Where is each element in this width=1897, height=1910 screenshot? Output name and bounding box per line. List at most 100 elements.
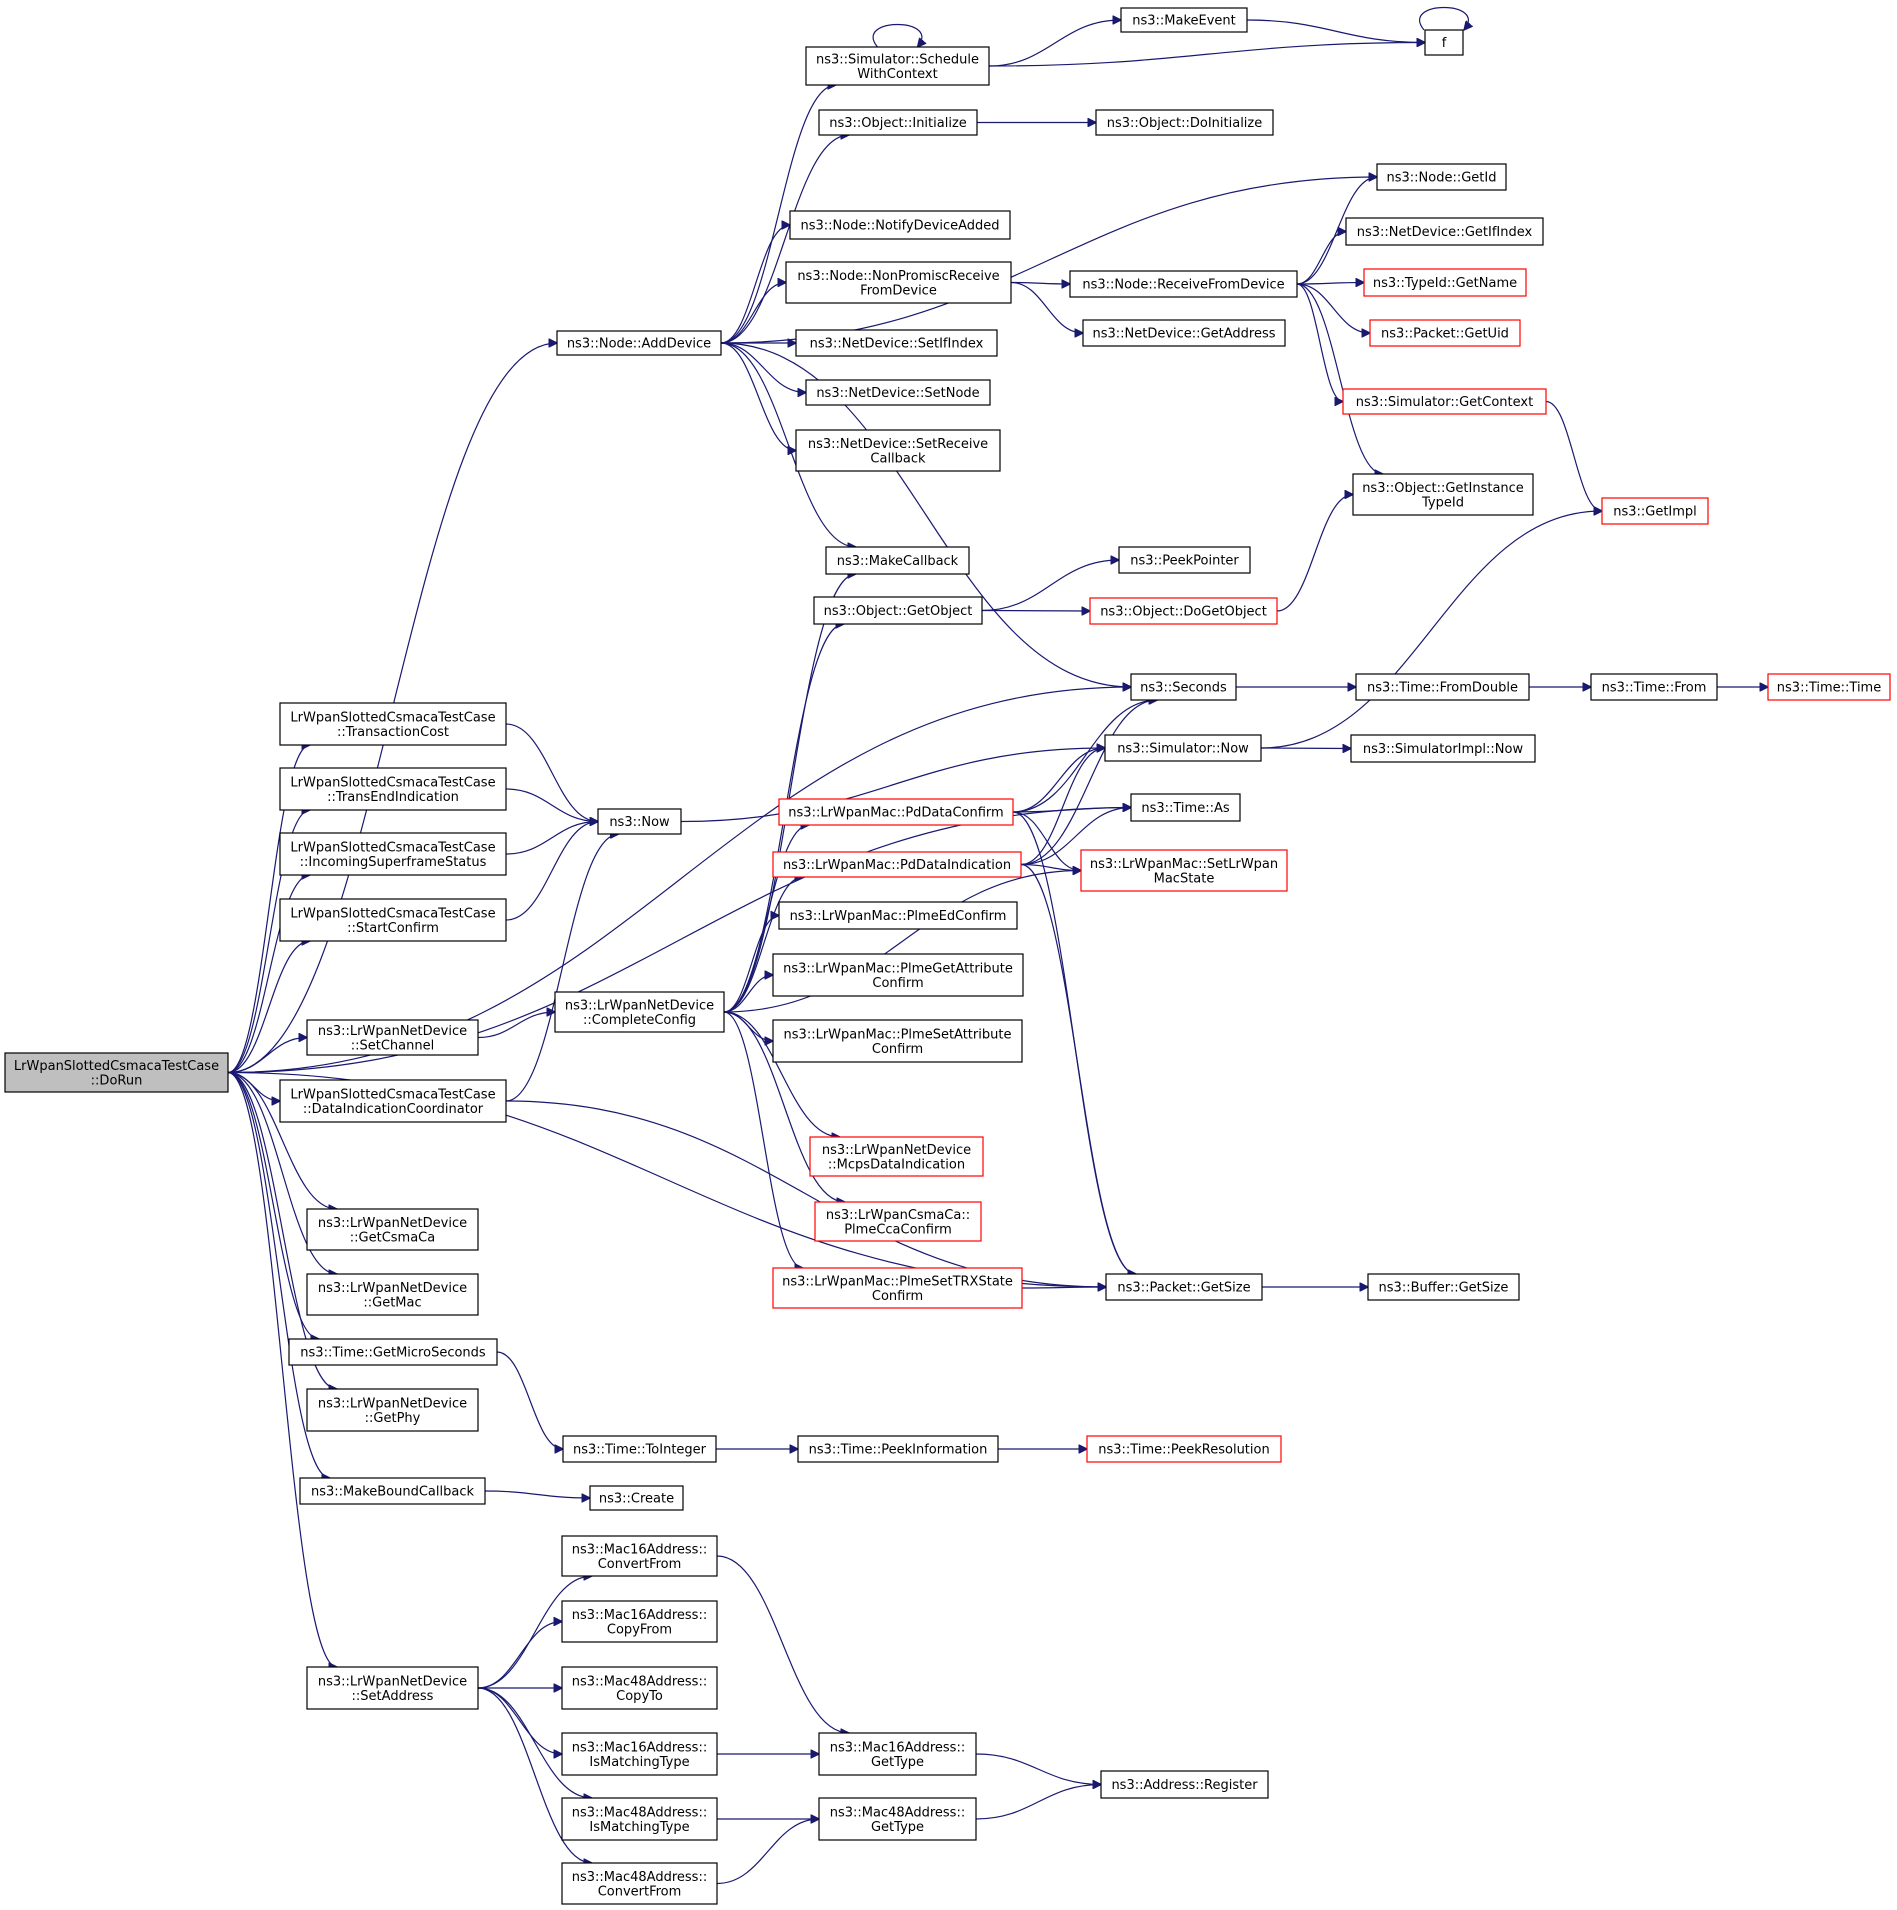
edge-setAddress-to-m48ConvFrom <box>477 1687 592 1863</box>
node-setChannel[interactable]: ns3::LrWpanNetDevice::SetChannel <box>306 1019 479 1056</box>
node-setAddress[interactable]: ns3::LrWpanNetDevice::SetAddress <box>306 1666 479 1710</box>
node-box <box>1120 7 1248 33</box>
node-bufGetSize[interactable]: ns3::Buffer::GetSize <box>1367 1273 1520 1301</box>
node-dataIndCoord[interactable]: LrWpanSlottedCsmacaTestCase::DataIndicat… <box>279 1079 507 1123</box>
node-makeEvent[interactable]: ns3::MakeEvent <box>1120 7 1248 33</box>
node-peekRes[interactable]: ns3::Time::PeekResolution <box>1086 1435 1282 1463</box>
edge-completeConfig-to-plmeEd <box>723 916 779 1013</box>
node-label: ns3::NetDevice::SetNode <box>816 386 979 401</box>
node-pdDataInd[interactable]: ns3::LrWpanMac::PdDataIndication <box>772 851 1022 878</box>
node-simNow[interactable]: ns3::Simulator::Now <box>1104 734 1262 762</box>
node-pktGetSize[interactable]: ns3::Packet::GetSize <box>1105 1273 1263 1301</box>
node-timeFrom[interactable]: ns3::Time::From <box>1590 673 1718 701</box>
node-label: ns3::Object::GetInstance <box>1362 481 1524 496</box>
node-setNode[interactable]: ns3::NetDevice::SetNode <box>805 379 991 406</box>
node-label: WithContext <box>857 67 937 82</box>
node-dorun[interactable]: LrWpanSlottedCsmacaTestCase::DoRun <box>4 1052 229 1093</box>
node-label: ns3::Object::Initialize <box>829 116 967 131</box>
node-toInteger[interactable]: ns3::Time::ToInteger <box>562 1435 717 1463</box>
node-setIfIndex[interactable]: ns3::NetDevice::SetIfIndex <box>795 329 998 357</box>
node-box <box>561 1535 718 1577</box>
edge-addDevice-to-seconds <box>720 342 1131 687</box>
node-f[interactable]: f <box>1424 29 1464 56</box>
node-label: ns3::TypeId::GetName <box>1373 276 1517 291</box>
node-incomingSf[interactable]: LrWpanSlottedCsmacaTestCase::IncomingSup… <box>279 832 507 876</box>
node-simImplNow[interactable]: ns3::SimulatorImpl::Now <box>1350 734 1536 763</box>
node-label: GetType <box>871 1820 924 1835</box>
edge-recvFrom-to-nodeGetId <box>1296 177 1377 285</box>
node-makeCallback[interactable]: ns3::MakeCallback <box>825 546 970 575</box>
edge-f-to-f <box>1419 7 1469 31</box>
node-m16ConvFrom[interactable]: ns3::Mac16Address::ConvertFrom <box>561 1535 718 1577</box>
node-recvFrom[interactable]: ns3::Node::ReceiveFromDevice <box>1069 270 1298 298</box>
edge-pdDataInd-to-seconds <box>1020 700 1157 866</box>
node-completeConfig[interactable]: ns3::LrWpanNetDevice::CompleteConfig <box>554 991 725 1033</box>
node-label: ns3::LrWpanNetDevice <box>318 1674 467 1689</box>
node-peekInfo[interactable]: ns3::Time::PeekInformation <box>797 1435 999 1463</box>
node-getIfIndex[interactable]: ns3::NetDevice::GetIfIndex <box>1345 217 1544 246</box>
node-getCsmaCa[interactable]: ns3::LrWpanNetDevice::GetCsmaCa <box>306 1208 479 1251</box>
node-plmeEd[interactable]: ns3::LrWpanMac::PlmeEdConfirm <box>778 901 1018 930</box>
node-getImpl[interactable]: ns3::GetImpl <box>1601 497 1709 525</box>
node-seconds[interactable]: ns3::Seconds <box>1130 673 1237 701</box>
node-mcpsDataInd[interactable]: ns3::LrWpanNetDevice::McpsDataIndication <box>809 1136 984 1177</box>
node-transCost[interactable]: LrWpanSlottedCsmacaTestCase::Transaction… <box>279 702 507 746</box>
node-box <box>818 109 978 136</box>
node-m16GetType[interactable]: ns3::Mac16Address::GetType <box>818 1732 977 1776</box>
node-timeTime[interactable]: ns3::Time::Time <box>1767 673 1891 701</box>
node-peekPointer[interactable]: ns3::PeekPointer <box>1118 546 1251 574</box>
node-now[interactable]: ns3::Now <box>597 808 682 835</box>
edge-addDevice-to-setRecvCb <box>720 342 796 451</box>
node-startConfirm[interactable]: LrWpanSlottedCsmacaTestCase::StartConfir… <box>279 898 507 942</box>
node-box <box>1089 597 1278 625</box>
node-label: ::StartConfirm <box>347 921 439 936</box>
node-create[interactable]: ns3::Create <box>589 1485 684 1511</box>
node-m48IsMatch[interactable]: ns3::Mac48Address::IsMatchingType <box>561 1797 718 1841</box>
node-getPhy[interactable]: ns3::LrWpanNetDevice::GetPhy <box>306 1388 479 1432</box>
node-label: ns3::LrWpanNetDevice <box>318 1281 467 1296</box>
node-objDoInit[interactable]: ns3::Object::DoInitialize <box>1095 109 1274 136</box>
node-pktGetUid[interactable]: ns3::Packet::GetUid <box>1369 319 1521 347</box>
edge-schedule-to-makeEvent <box>988 20 1121 67</box>
node-simGetContext[interactable]: ns3::Simulator::GetContext <box>1342 388 1547 415</box>
node-m48ConvFrom[interactable]: ns3::Mac48Address::ConvertFrom <box>561 1862 718 1905</box>
edge-dorun-to-setChannel <box>227 1038 307 1074</box>
node-m48CopyTo[interactable]: ns3::Mac48Address::CopyTo <box>561 1666 718 1710</box>
node-box <box>772 851 1022 878</box>
node-getAddress[interactable]: ns3::NetDevice::GetAddress <box>1082 319 1286 347</box>
edge-recvFrom-to-pktGetUid <box>1296 283 1370 333</box>
node-makeBound[interactable]: ns3::MakeBoundCallback <box>299 1477 486 1505</box>
node-getMac[interactable]: ns3::LrWpanNetDevice::GetMac <box>306 1273 479 1316</box>
node-box <box>1130 793 1241 822</box>
node-addrRegister[interactable]: ns3::Address::Register <box>1100 1770 1269 1799</box>
edge-completeConfig-to-setMacState <box>723 871 1081 1013</box>
node-label: ::McpsDataIndication <box>828 1157 965 1172</box>
node-getMicro[interactable]: ns3::Time::GetMicroSeconds <box>288 1338 498 1366</box>
node-label: ns3::Simulator::GetContext <box>1356 395 1533 410</box>
node-transEnd[interactable]: LrWpanSlottedCsmacaTestCase::TransEndInd… <box>279 767 507 811</box>
node-doGetObject[interactable]: ns3::Object::DoGetObject <box>1089 597 1278 625</box>
node-m16CopyFrom[interactable]: ns3::Mac16Address::CopyFrom <box>561 1600 718 1643</box>
node-plmeCca[interactable]: ns3::LrWpanCsmaCa::PlmeCcaConfirm <box>814 1201 982 1242</box>
node-objInit[interactable]: ns3::Object::Initialize <box>818 109 978 136</box>
node-label: ConvertFrom <box>598 1884 682 1899</box>
node-addDevice[interactable]: ns3::Node::AddDevice <box>556 330 722 356</box>
node-pdDataConfirm[interactable]: ns3::LrWpanMac::PdDataConfirm <box>778 798 1014 826</box>
node-m48GetType[interactable]: ns3::Mac48Address::GetType <box>818 1797 977 1841</box>
node-objGetObject[interactable]: ns3::Object::GetObject <box>813 596 983 625</box>
node-fromDouble[interactable]: ns3::Time::FromDouble <box>1355 673 1530 701</box>
node-m16IsMatch[interactable]: ns3::Mac16Address::IsMatchingType <box>561 1732 718 1776</box>
node-nodeGetId[interactable]: ns3::Node::GetId <box>1376 163 1507 191</box>
node-typeGetName[interactable]: ns3::TypeId::GetName <box>1363 268 1527 297</box>
node-timeAs[interactable]: ns3::Time::As <box>1130 793 1241 822</box>
node-label: ns3::Create <box>599 1492 674 1507</box>
node-notifyAdded[interactable]: ns3::Node::NotifyDeviceAdded <box>789 210 1011 240</box>
